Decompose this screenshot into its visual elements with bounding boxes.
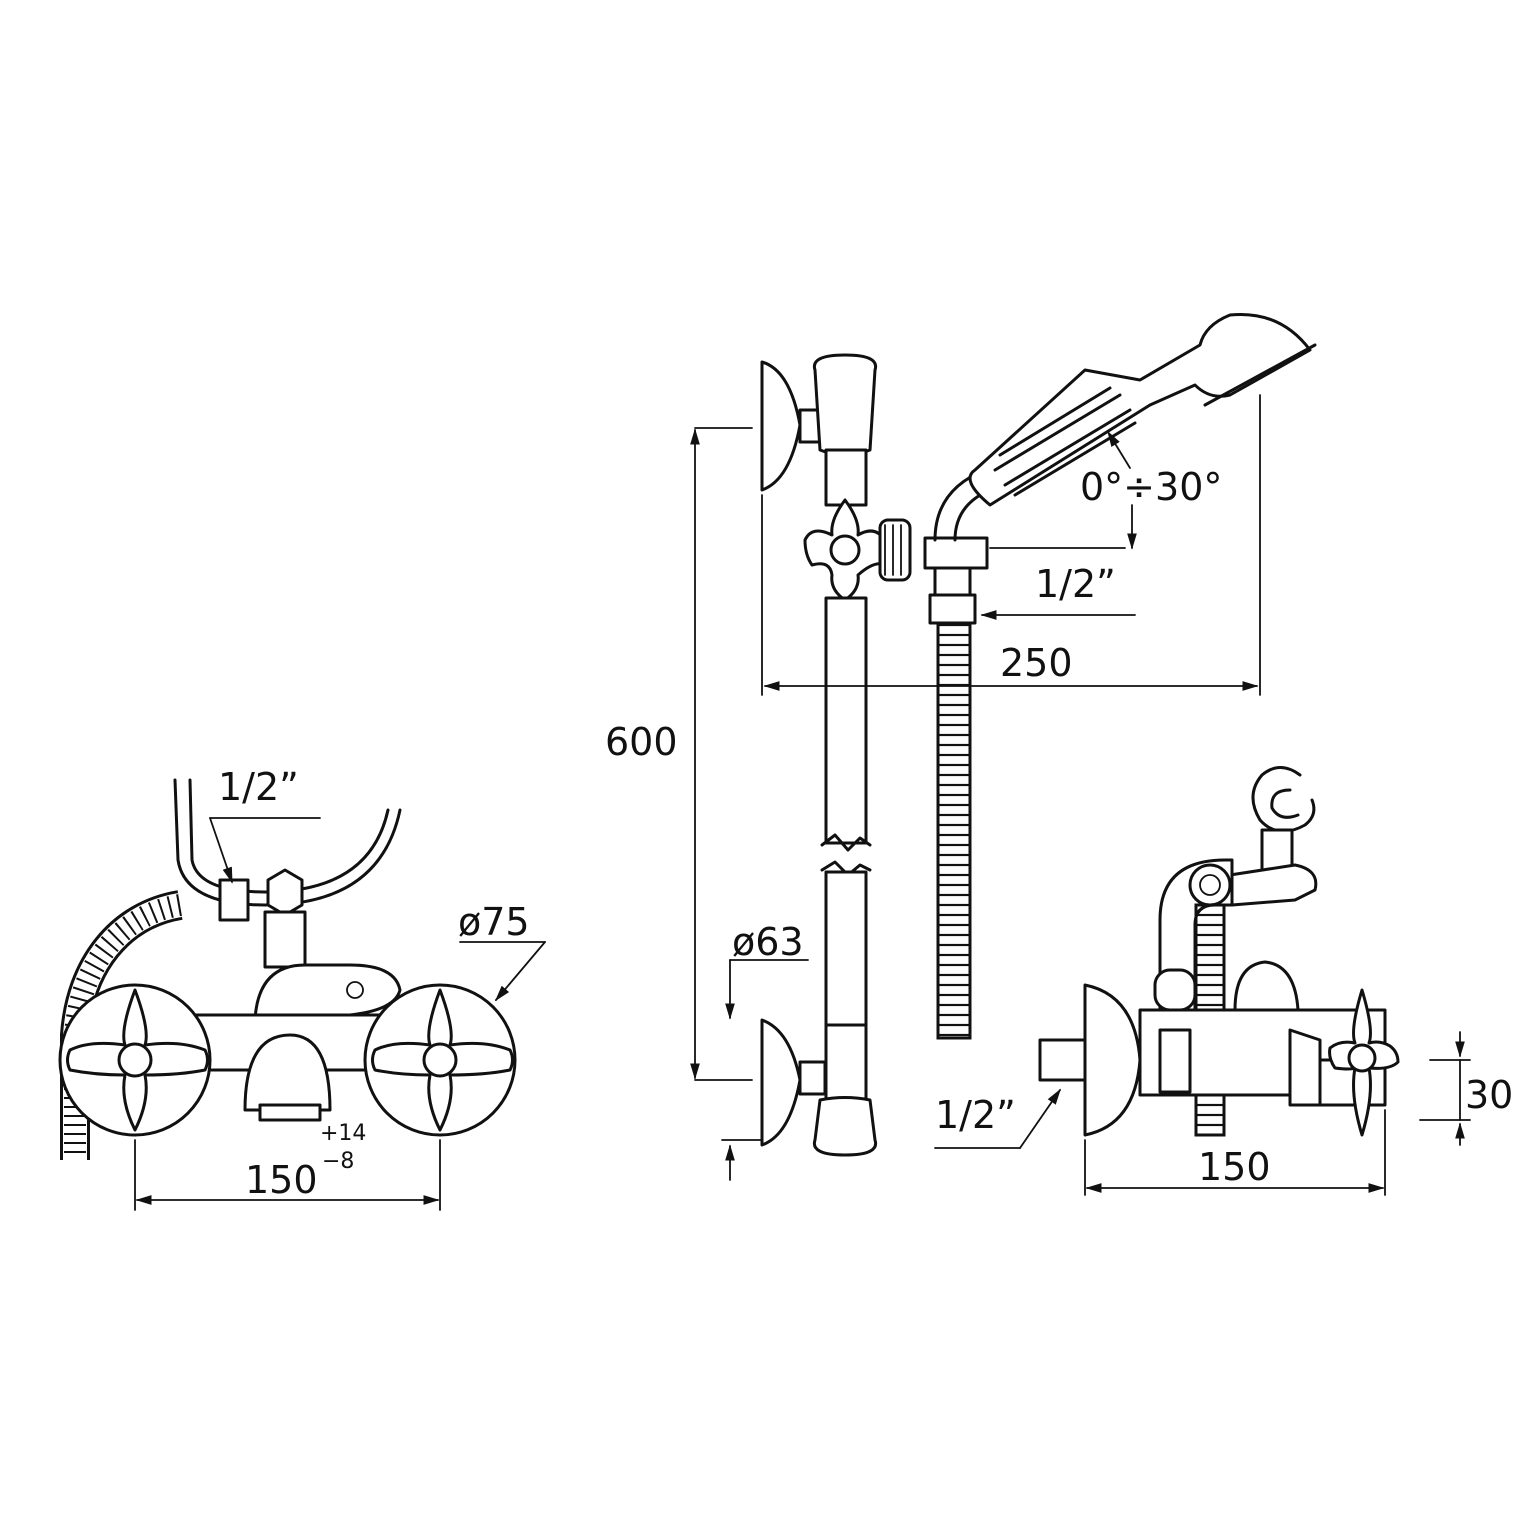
left-cross-handle-left: [66, 988, 209, 1132]
shower-holder-block: [923, 536, 989, 570]
rail-rosette-diameter-label: ø63: [732, 920, 804, 964]
right-wall-flange: [1083, 983, 1142, 1137]
right-center-distance-label: 150: [1198, 1145, 1271, 1189]
right-holder-arm: [1228, 863, 1318, 907]
rail-bottom-wall-flange: [760, 1018, 802, 1147]
hose-nut-lower: [928, 593, 977, 625]
hose-nut-upper: [933, 566, 972, 598]
left-cross-handle-right: [371, 988, 514, 1132]
left-mixer-front-view: 1/2” ø75 150 +14 −8: [58, 765, 546, 1211]
rail-pipe-lower: [824, 870, 868, 1029]
rail-slider-knob: [803, 498, 912, 602]
right-holder-hook: [1251, 766, 1316, 833]
left-pipe-connector: [218, 878, 250, 922]
right-inlet-stub: [1038, 1038, 1087, 1082]
hand-shower: [968, 312, 1317, 507]
rail-top-wall-flange: [760, 360, 802, 492]
left-spout: [243, 1033, 332, 1112]
shower-hose: [936, 621, 972, 1040]
right-diverter-knob: [1233, 960, 1300, 1012]
shower-width-label: 250: [1000, 641, 1073, 685]
rail-top-cap: [812, 353, 878, 457]
rail-height-label: 600: [605, 720, 678, 764]
left-tolerance-plus: +14: [320, 1121, 366, 1146]
left-diverter-knob: [253, 963, 402, 1022]
right-mixer-side-view: 1/2” 150 30: [934, 766, 1513, 1196]
swivel-angle-label: 0°÷30°: [1080, 465, 1222, 509]
hose-thread-label: 1/2”: [1035, 562, 1116, 606]
left-nut: [266, 868, 304, 917]
right-cross-handle: [1328, 988, 1400, 1137]
left-rosette-diameter-label: ø75: [458, 900, 530, 944]
left-tolerance-minus: −8: [322, 1149, 354, 1174]
right-inlet-thread-label: 1/2”: [935, 1093, 1016, 1137]
right-offset-label: 30: [1465, 1073, 1513, 1117]
left-center-distance-label: 150: [245, 1158, 318, 1202]
left-pipe-thread-label: 1/2”: [218, 765, 299, 809]
left-spindle: [263, 910, 307, 969]
rail-bottom-cap: [812, 1096, 878, 1157]
rail-pipe-upper: [824, 596, 868, 845]
slide-rail-view: 600 ø63 250 0°÷30° 1/2”: [600, 312, 1317, 1181]
